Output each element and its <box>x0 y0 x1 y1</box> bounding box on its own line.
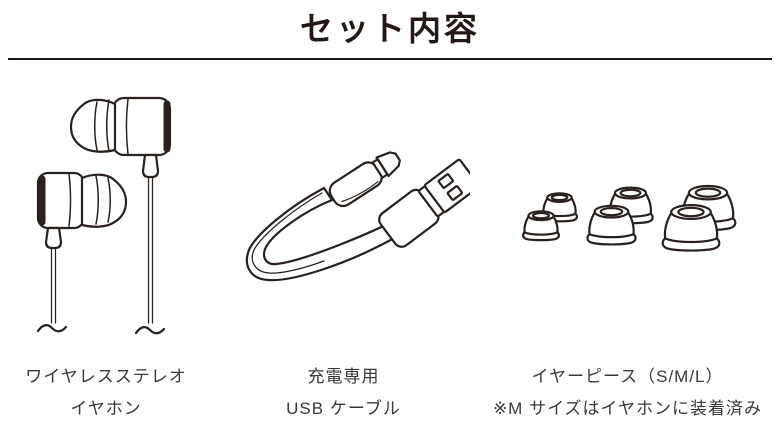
usb-cable-illustration <box>245 151 470 282</box>
micro-usb-connector <box>328 151 401 208</box>
caption-ear-pieces: イヤーピース（S/M/L） ※M サイズはイヤホンに装着済み <box>475 361 780 425</box>
caption-usb-cable: 充電専用 USB ケーブル <box>212 361 475 425</box>
caption-line: ※M サイズはイヤホンに装着済み <box>492 399 763 418</box>
caption-line: ワイヤレスステレオ <box>25 367 187 386</box>
usb-a-connector <box>378 158 470 248</box>
earbud-left <box>36 171 128 333</box>
caption-line: USB ケーブル <box>286 399 401 418</box>
ear-tip <box>521 210 561 242</box>
caption-earphones: ワイヤレスステレオ イヤホン <box>0 361 212 425</box>
page-title: セット内容 <box>300 10 480 47</box>
cable-end-squiggle <box>134 326 166 335</box>
usb-contact-hole <box>437 173 455 189</box>
caption-line: 充電専用 <box>307 367 380 386</box>
ear-tip <box>586 204 637 246</box>
caption-line: イヤーピース（S/M/L） <box>531 367 724 386</box>
caption-line: イヤホン <box>70 399 142 418</box>
ear-tip-pair-large <box>661 184 737 252</box>
usb-contact-hole <box>446 185 464 201</box>
ear-pieces-illustration <box>521 184 737 252</box>
cable-end-squiggle <box>36 324 68 333</box>
title-divider <box>8 58 772 60</box>
wireless-earphones-illustration <box>36 96 172 335</box>
ear-tip-pair-medium <box>586 186 654 246</box>
earbud-right <box>69 96 172 335</box>
ear-tip <box>661 203 721 252</box>
ear-tip-pair-small <box>521 192 579 242</box>
